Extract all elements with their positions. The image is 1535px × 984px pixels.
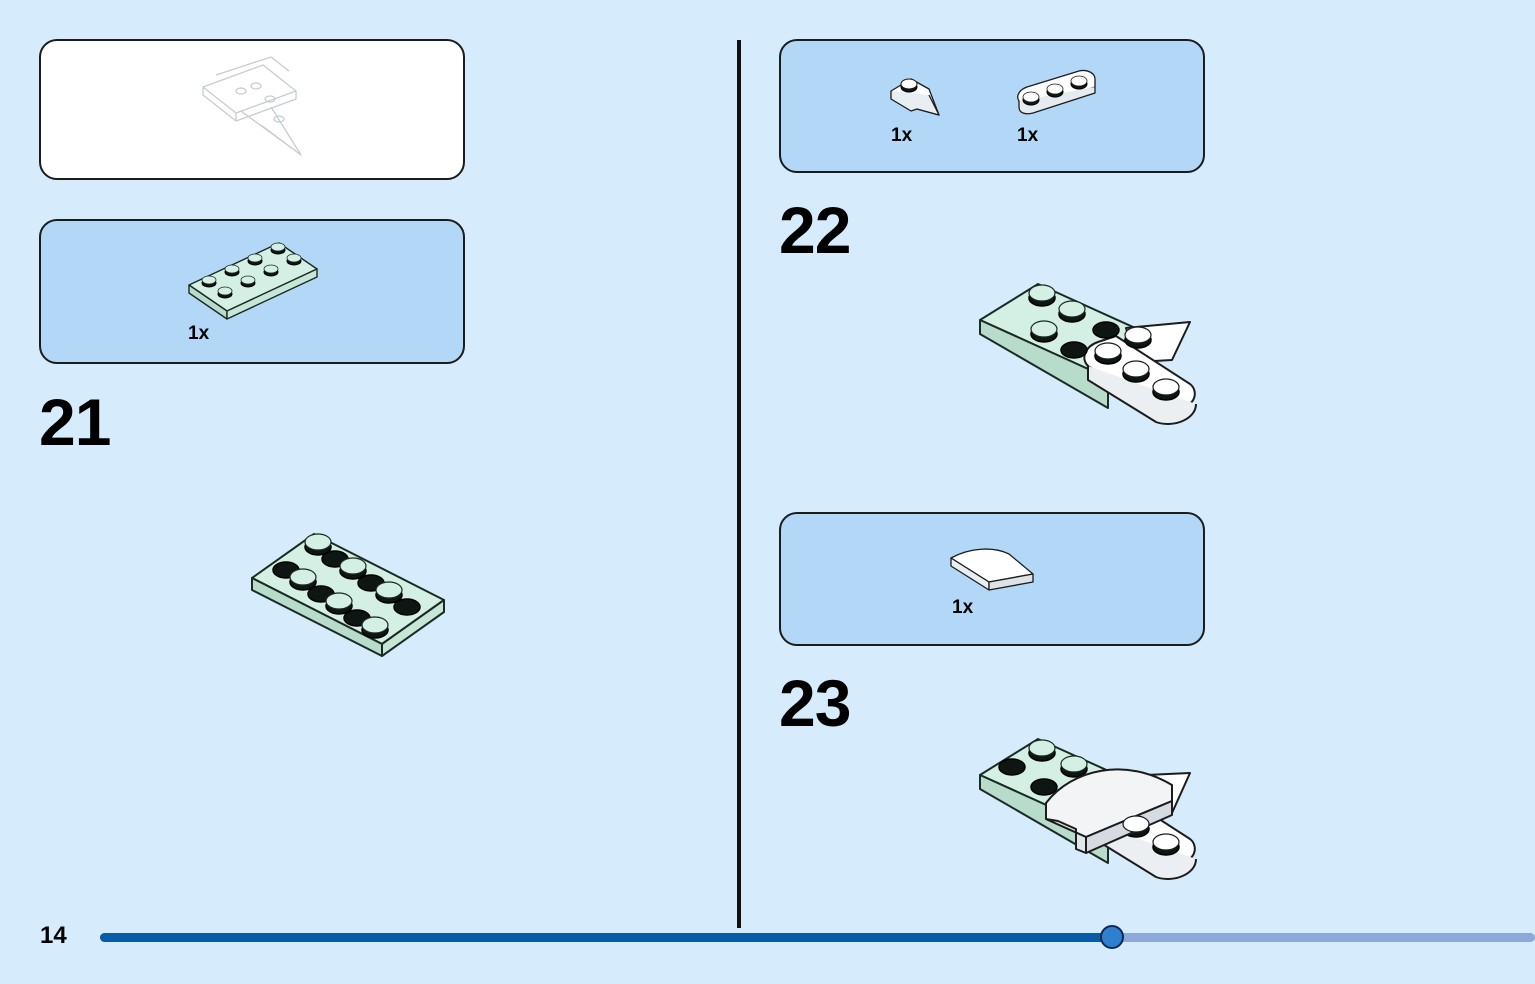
step-21-build-image — [251, 533, 445, 657]
step-22-build-image — [979, 283, 1197, 425]
model-preview-icon — [202, 56, 302, 156]
step-number: 23 — [779, 666, 851, 740]
plate-2x4-mint-icon — [188, 242, 318, 320]
parts-panel: 1x — [39, 219, 465, 364]
parts-panel: 1x 1x — [779, 39, 1205, 173]
part-quantity: 1x — [188, 323, 210, 344]
plate-round-nose-white-icon — [890, 78, 940, 116]
plate-1x3-rounded-white-icon — [1017, 69, 1096, 115]
page-number: 14 — [40, 922, 67, 949]
step-number: 21 — [39, 385, 111, 459]
overview-panel — [39, 39, 465, 180]
progress-marker-icon — [1099, 925, 1124, 949]
step-23-build-image — [979, 738, 1197, 880]
progress-bar — [100, 925, 1535, 949]
part-quantity: 1x — [952, 597, 974, 618]
slope-curved-white-icon — [950, 548, 1034, 591]
part-quantity: 1x — [891, 125, 913, 146]
parts-panel: 1x — [779, 512, 1205, 646]
part-quantity: 1x — [1017, 125, 1039, 146]
page-divider — [737, 40, 741, 928]
step-number: 22 — [779, 193, 851, 267]
progress-bar-fill — [100, 933, 1112, 942]
